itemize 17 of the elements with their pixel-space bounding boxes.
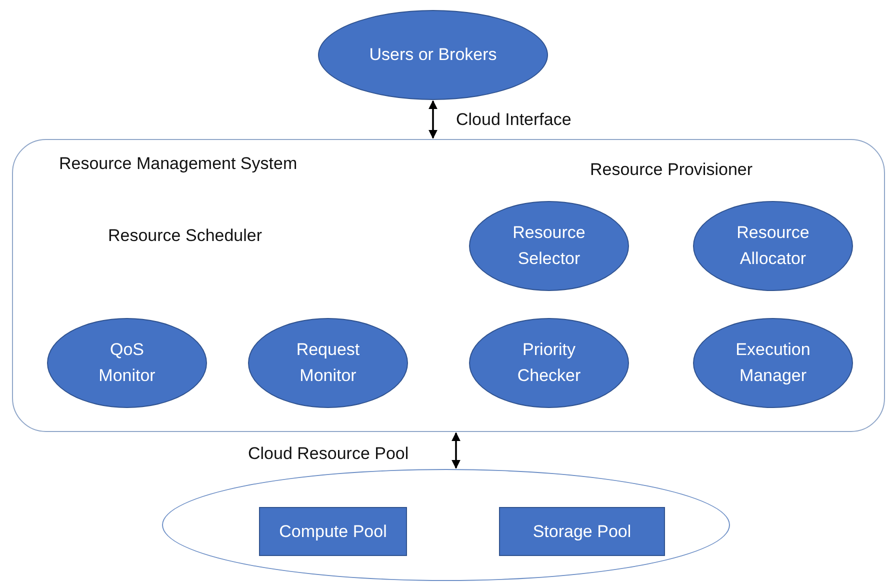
ellipse-node: QoS Monitor (47, 318, 207, 408)
section-label: Resource Provisioner (590, 160, 753, 180)
double-arrow (452, 432, 460, 469)
process-box: Storage Pool (499, 507, 665, 556)
edge-label: Cloud Interface (456, 110, 572, 130)
ellipse-node: Users or Brokers (318, 10, 548, 100)
ellipse-node: Priority Checker (469, 318, 629, 408)
process-box: Compute Pool (259, 507, 407, 556)
ellipse-node: Resource Selector (469, 201, 629, 291)
ellipse-node: Resource Allocator (693, 201, 853, 291)
system-container (12, 139, 885, 432)
edge-label: Cloud Resource Pool (248, 444, 409, 464)
ellipse-node: Execution Manager (693, 318, 853, 408)
ellipse-node: Request Monitor (248, 318, 408, 408)
double-arrow (428, 100, 438, 139)
container-heading: Resource Management System (59, 154, 298, 174)
section-label: Resource Scheduler (108, 226, 262, 246)
